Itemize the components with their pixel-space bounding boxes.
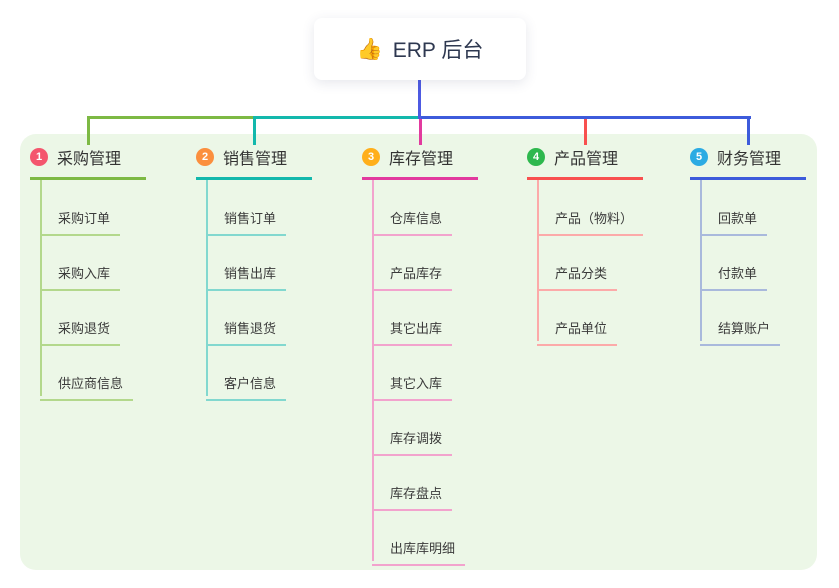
root-node-erp[interactable]: 👍 ERP 后台 — [314, 18, 526, 80]
branch-number-badge: 1 — [30, 148, 48, 166]
branch-label: 产品管理 — [554, 151, 619, 168]
connector-line — [584, 116, 587, 145]
child-node[interactable]: 产品单位 — [537, 308, 618, 346]
branch-1: 1 采购管理采购订单采购入库采购退货供应商信息 — [30, 145, 190, 401]
connector-line — [253, 116, 256, 145]
branches-panel — [20, 134, 817, 570]
connector-line — [418, 80, 421, 119]
connector-line — [420, 116, 751, 119]
branch-5: 5 财务管理回款单付款单结算账户 — [690, 145, 839, 346]
child-node[interactable]: 库存盘点 — [372, 473, 453, 511]
child-node[interactable]: 客户信息 — [206, 363, 287, 401]
branch-number-badge: 2 — [196, 148, 214, 166]
branch-3: 3 库存管理仓库信息产品库存其它出库其它入库库存调拨库存盘点出库库明细 — [362, 145, 522, 566]
branch-number-badge: 5 — [690, 148, 708, 166]
branch-label: 库存管理 — [389, 151, 454, 168]
child-node[interactable]: 回款单 — [700, 198, 768, 236]
child-node[interactable]: 销售出库 — [206, 253, 287, 291]
child-node[interactable]: 库存调拨 — [372, 418, 453, 456]
branch-label: 财务管理 — [717, 151, 782, 168]
branch-number-badge: 3 — [362, 148, 380, 166]
connector-line — [254, 116, 423, 119]
branch-label: 销售管理 — [223, 151, 288, 168]
child-node[interactable]: 采购退货 — [40, 308, 121, 346]
branch-node-3[interactable]: 3 库存管理 — [362, 145, 478, 180]
child-node[interactable]: 产品分类 — [537, 253, 618, 291]
tree-branch-line — [40, 180, 42, 396]
tree-branch-line — [537, 180, 539, 341]
branch-2: 2 销售管理销售订单销售出库销售退货客户信息 — [196, 145, 356, 401]
child-node[interactable]: 销售订单 — [206, 198, 287, 236]
branch-number-badge: 4 — [527, 148, 545, 166]
tree-branch-line — [206, 180, 208, 396]
connector-line — [747, 116, 750, 145]
child-node[interactable]: 供应商信息 — [40, 363, 134, 401]
child-node[interactable]: 仓库信息 — [372, 198, 453, 236]
child-node[interactable]: 销售退货 — [206, 308, 287, 346]
child-node[interactable]: 结算账户 — [700, 308, 781, 346]
child-node[interactable]: 付款单 — [700, 253, 768, 291]
tree-branch-line — [700, 180, 702, 341]
thumbs-up-icon: 👍 — [356, 37, 383, 61]
child-node[interactable]: 出库库明细 — [372, 528, 466, 566]
branch-node-5[interactable]: 5 财务管理 — [690, 145, 806, 180]
tree-branch-line — [372, 180, 374, 561]
child-node[interactable]: 产品（物料） — [537, 198, 644, 236]
branch-node-1[interactable]: 1 采购管理 — [30, 145, 146, 180]
branch-node-4[interactable]: 4 产品管理 — [527, 145, 643, 180]
connector-line — [419, 116, 422, 145]
child-node[interactable]: 其它出库 — [372, 308, 453, 346]
child-node[interactable]: 其它入库 — [372, 363, 453, 401]
root-node-label: ERP 后台 — [392, 39, 484, 62]
branch-node-2[interactable]: 2 销售管理 — [196, 145, 312, 180]
branch-label: 采购管理 — [57, 151, 122, 168]
connector-line — [87, 116, 90, 145]
branch-4: 4 产品管理产品（物料） 产品分类产品单位 — [527, 145, 687, 346]
child-node[interactable]: 产品库存 — [372, 253, 453, 291]
child-node[interactable]: 采购订单 — [40, 198, 121, 236]
child-node[interactable]: 采购入库 — [40, 253, 121, 291]
